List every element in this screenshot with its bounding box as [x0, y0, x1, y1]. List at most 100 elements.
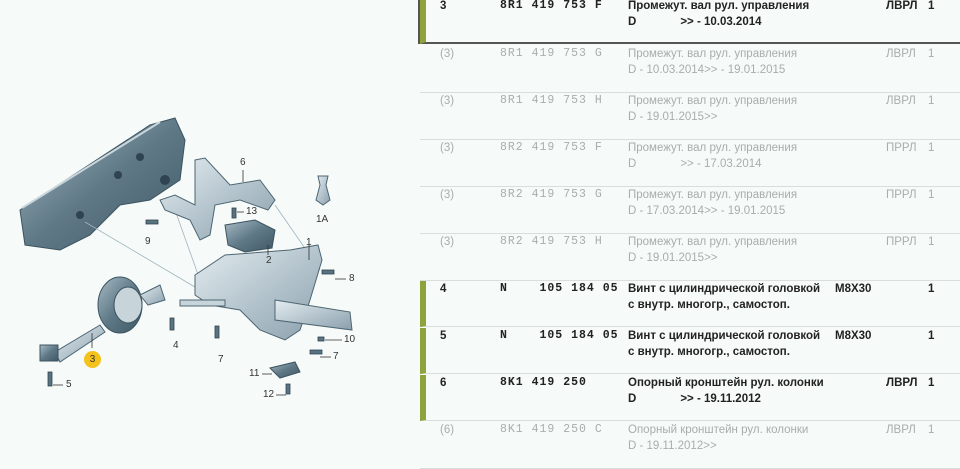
part-description: Промежут. вал рул. управления D - 17.03.2… [628, 187, 797, 219]
callout-7b[interactable]: 7 [333, 351, 339, 362]
description-line2: с внутр. многогр., самостоп. [628, 299, 790, 311]
quantity: 1 [928, 283, 935, 295]
position-number: 3 [440, 0, 447, 12]
table-row-selected[interactable]: 3 8R1 419 753 F Промежут. вал рул. управ… [418, 0, 960, 44]
position-number: 4 [440, 283, 447, 295]
description-line1: Промежут. вал рул. управления [628, 236, 798, 248]
part-number: 8K1 419 250 [500, 376, 587, 389]
position-number: 5 [440, 330, 447, 342]
description-line1: Винт с цилиндрической головкой [628, 283, 821, 295]
description-line1: Промежут. вал рул. управления [628, 142, 798, 154]
description-line2: D [628, 158, 637, 170]
callout-5[interactable]: 5 [66, 379, 72, 390]
steering-column-illustration [19, 117, 353, 396]
table-row[interactable]: (3) 8R1 419 753 G Промежут. вал рул. упр… [420, 46, 960, 93]
part-description: Винт с цилиндрической головкой с внутр. м… [628, 328, 820, 360]
model-code: ЛВРЛ [886, 424, 916, 436]
part-description: Промежут. вал рул. управления D - 10.03.2… [628, 46, 797, 78]
position-number: (3) [440, 189, 455, 201]
position-number: (3) [440, 142, 455, 154]
model-code: ЛВРЛ [886, 95, 916, 107]
callout-10[interactable]: 10 [344, 334, 356, 345]
model-code: ЛВРЛ [886, 48, 916, 60]
description-line1: Промежут. вал рул. управления [628, 95, 798, 107]
quantity: 1 [928, 236, 935, 248]
callout-8[interactable]: 8 [349, 273, 355, 284]
part-number: 8R1 419 753 H [500, 94, 603, 107]
callout-13[interactable]: 13 [246, 206, 258, 217]
part-number: 8R1 419 753 G [500, 47, 603, 60]
description-line1: Промежут. вал рул. управления [628, 189, 798, 201]
position-number: 6 [440, 377, 447, 389]
quantity: 1 [928, 330, 935, 342]
description-line2: D - 19.11.2012>> [628, 440, 717, 452]
description-date-range: >> - 19.11.2012 [680, 393, 761, 405]
callout-7a[interactable]: 7 [218, 354, 224, 365]
quantity: 1 [928, 95, 935, 107]
table-row[interactable]: (3) 8R2 419 753 F Промежут. вал рул. упр… [420, 140, 960, 187]
description-line1: Опорный кронштейн рул. колонки [628, 377, 824, 389]
quantity: 1 [928, 189, 935, 201]
part-number: N 105 184 05 [500, 282, 619, 295]
table-row[interactable]: (3) 8R1 419 753 H Промежут. вал рул. упр… [420, 93, 960, 140]
model-code: ПРРЛ [886, 236, 917, 248]
model-code: ЛВРЛ [886, 377, 918, 389]
parts-table: 3 8R1 419 753 F Промежут. вал рул. управ… [418, 0, 960, 469]
exploded-parts-diagram: 1 1A 2 3 4 5 6 7 7 8 9 10 11 12 13 [0, 0, 420, 466]
part-description: Промежут. вал рул. управления D - 19.01.2… [628, 234, 797, 266]
part-number: N 105 184 05 [500, 329, 619, 342]
callout-4[interactable]: 4 [173, 340, 179, 351]
part-number: 8R2 419 753 G [500, 188, 603, 201]
table-row[interactable]: (6) 8K1 419 250 C Опорный кронштейн рул.… [420, 422, 960, 469]
description-line1: Винт с цилиндрической головкой [628, 330, 821, 342]
callout-1[interactable]: 1 [306, 237, 312, 248]
model-code: ЛВРЛ [886, 0, 918, 12]
description-line2: D [628, 393, 637, 405]
callout-6[interactable]: 6 [240, 157, 246, 168]
part-number: 8R1 419 753 F [500, 0, 603, 12]
description-line2: D - 19.01.2015>> [628, 252, 718, 264]
description-line1: Промежут. вал рул. управления [628, 48, 798, 60]
table-row[interactable]: (3) 8R2 419 753 G Промежут. вал рул. упр… [420, 187, 960, 234]
part-description: Опорный кронштейн рул. колонки D - 19.11.… [628, 422, 808, 454]
position-number: (3) [440, 236, 455, 248]
description-line2: D - 17.03.2014>> - 19.01.2015 [628, 205, 786, 217]
part-description: Винт с цилиндрической головкой с внутр. м… [628, 281, 820, 313]
callout-3-highlighted[interactable]: 3 [84, 351, 101, 368]
callout-2[interactable]: 2 [266, 255, 272, 266]
size-note: M8X30 [835, 330, 872, 342]
part-number: 8R2 419 753 F [500, 141, 603, 154]
part-number: 8K1 419 250 C [500, 423, 603, 436]
position-number: (3) [440, 48, 455, 60]
quantity: 1 [928, 424, 935, 436]
description-line2: D - 10.03.2014>> - 19.01.2015 [628, 64, 786, 76]
description-line2: D [628, 16, 637, 28]
description-date-range: >> - 10.03.2014 [680, 16, 762, 28]
part-description: Промежут. вал рул. управления D - 19.01.2… [628, 93, 797, 125]
model-code: ПРРЛ [886, 189, 917, 201]
quantity: 1 [928, 142, 935, 154]
position-number: (6) [440, 424, 455, 436]
description-line1: Опорный кронштейн рул. колонки [628, 424, 809, 436]
table-row[interactable]: 4 N 105 184 05 Винт с цилиндрической гол… [420, 281, 960, 327]
table-row[interactable]: 6 8K1 419 250 Опорный кронштейн рул. кол… [420, 375, 960, 421]
callout-12[interactable]: 12 [263, 389, 275, 400]
quantity: 1 [928, 48, 935, 60]
table-row[interactable]: (3) 8R2 419 753 H Промежут. вал рул. упр… [420, 234, 960, 281]
part-number: 8R2 419 753 H [500, 235, 603, 248]
table-row[interactable]: 5 N 105 184 05 Винт с цилиндрической гол… [420, 328, 960, 374]
callout-1a[interactable]: 1A [316, 214, 329, 225]
quantity: 1 [928, 0, 935, 12]
description-line2: с внутр. многогр., самостоп. [628, 346, 790, 358]
position-number: (3) [440, 95, 455, 107]
description-line2: D - 19.01.2015>> [628, 111, 718, 123]
quantity: 1 [928, 377, 935, 389]
callout-9[interactable]: 9 [145, 236, 151, 247]
size-note: M8X30 [835, 283, 872, 295]
model-code: ПРРЛ [886, 142, 917, 154]
callout-11[interactable]: 11 [249, 368, 260, 379]
description-line1: Промежут. вал рул. управления [628, 0, 810, 12]
